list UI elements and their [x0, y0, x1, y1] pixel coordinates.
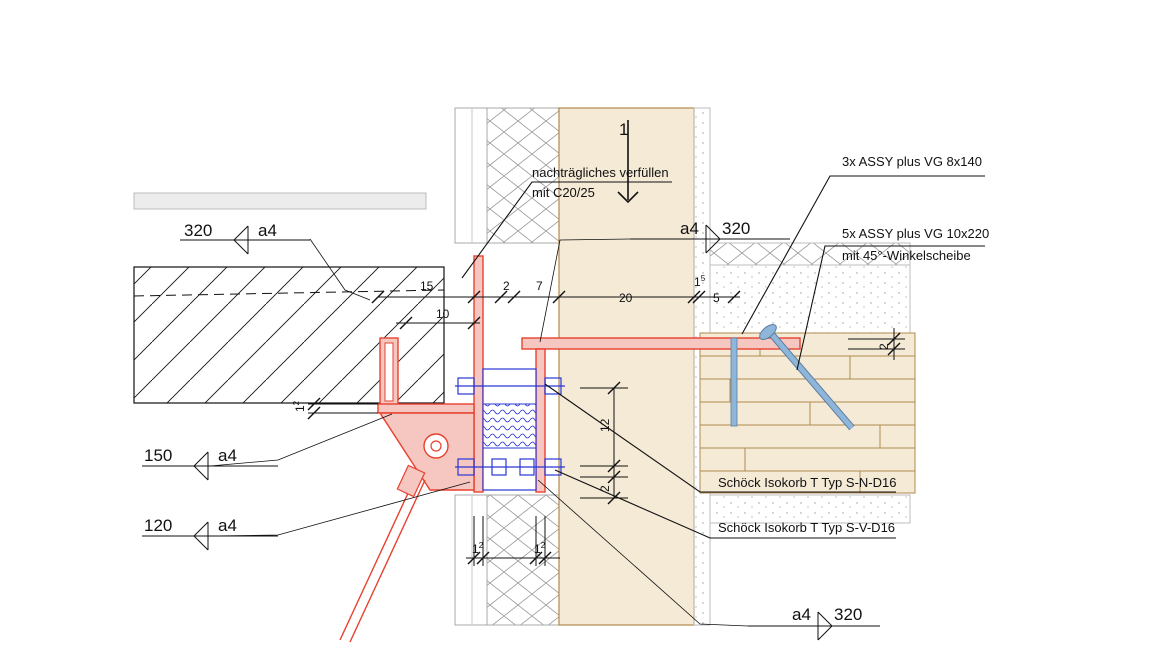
upper-slab-edge	[133, 192, 427, 210]
weld-top-right-size: a4	[680, 219, 699, 238]
dim-15: 15	[420, 279, 434, 293]
dim-7: 7	[536, 279, 543, 293]
infill-label-line1: nachträgliches verfüllen	[532, 165, 669, 180]
assy-screws	[730, 324, 855, 431]
weld-low-left-size: a4	[218, 516, 237, 535]
dim-2: 2	[503, 279, 510, 293]
wall-insulation	[454, 107, 560, 626]
screws-vg-10x220-label-line1: 5x ASSY plus VG 10x220	[842, 226, 989, 241]
dim-12: 12	[598, 418, 612, 432]
weld-mid-left-length: 150	[144, 446, 172, 465]
weld-top-right-length: 320	[722, 219, 750, 238]
isokorb-element	[455, 368, 565, 491]
dim-2-lower: 2	[598, 485, 612, 492]
leader-lines	[209, 175, 985, 627]
infill-label-line2: mit C20/25	[532, 185, 595, 200]
isokorb-sv-label: Schöck Isokorb T Typ S-V-D16	[718, 520, 895, 535]
weld-bottom-right-size: a4	[792, 605, 811, 624]
weld-mid-left-size: a4	[218, 446, 237, 465]
weld-top-left-size: a4	[258, 221, 277, 240]
tension-rod	[339, 464, 426, 643]
weld-top-left-length: 320	[184, 221, 212, 240]
dimension-lines	[307, 290, 905, 566]
dim-1-2-left: 12	[292, 400, 307, 412]
screws-vg-10x220-label-line2: mit 45°-Winkelscheibe	[842, 248, 971, 263]
dim-2-right: 2	[877, 343, 891, 350]
section-mark-number: 1	[619, 120, 628, 139]
dim-1-5: 15	[694, 274, 706, 289]
dim-1-2-bottom-left: 12	[472, 541, 484, 556]
dim-1-2-bottom-right: 12	[534, 541, 546, 556]
dim-10: 10	[436, 307, 450, 321]
isokorb-sn-label: Schöck Isokorb T Typ S-N-D16	[718, 475, 896, 490]
weld-low-left-length: 120	[144, 516, 172, 535]
steel-bracket	[377, 255, 801, 493]
weld-symbols	[142, 224, 880, 641]
dim-5: 5	[713, 291, 720, 305]
weld-bottom-right-length: 320	[834, 605, 862, 624]
floor-build-up	[709, 242, 911, 524]
screws-vg-8x140-label: 3x ASSY plus VG 8x140	[842, 154, 982, 169]
section-mark	[617, 120, 639, 204]
dim-20: 20	[619, 291, 633, 305]
